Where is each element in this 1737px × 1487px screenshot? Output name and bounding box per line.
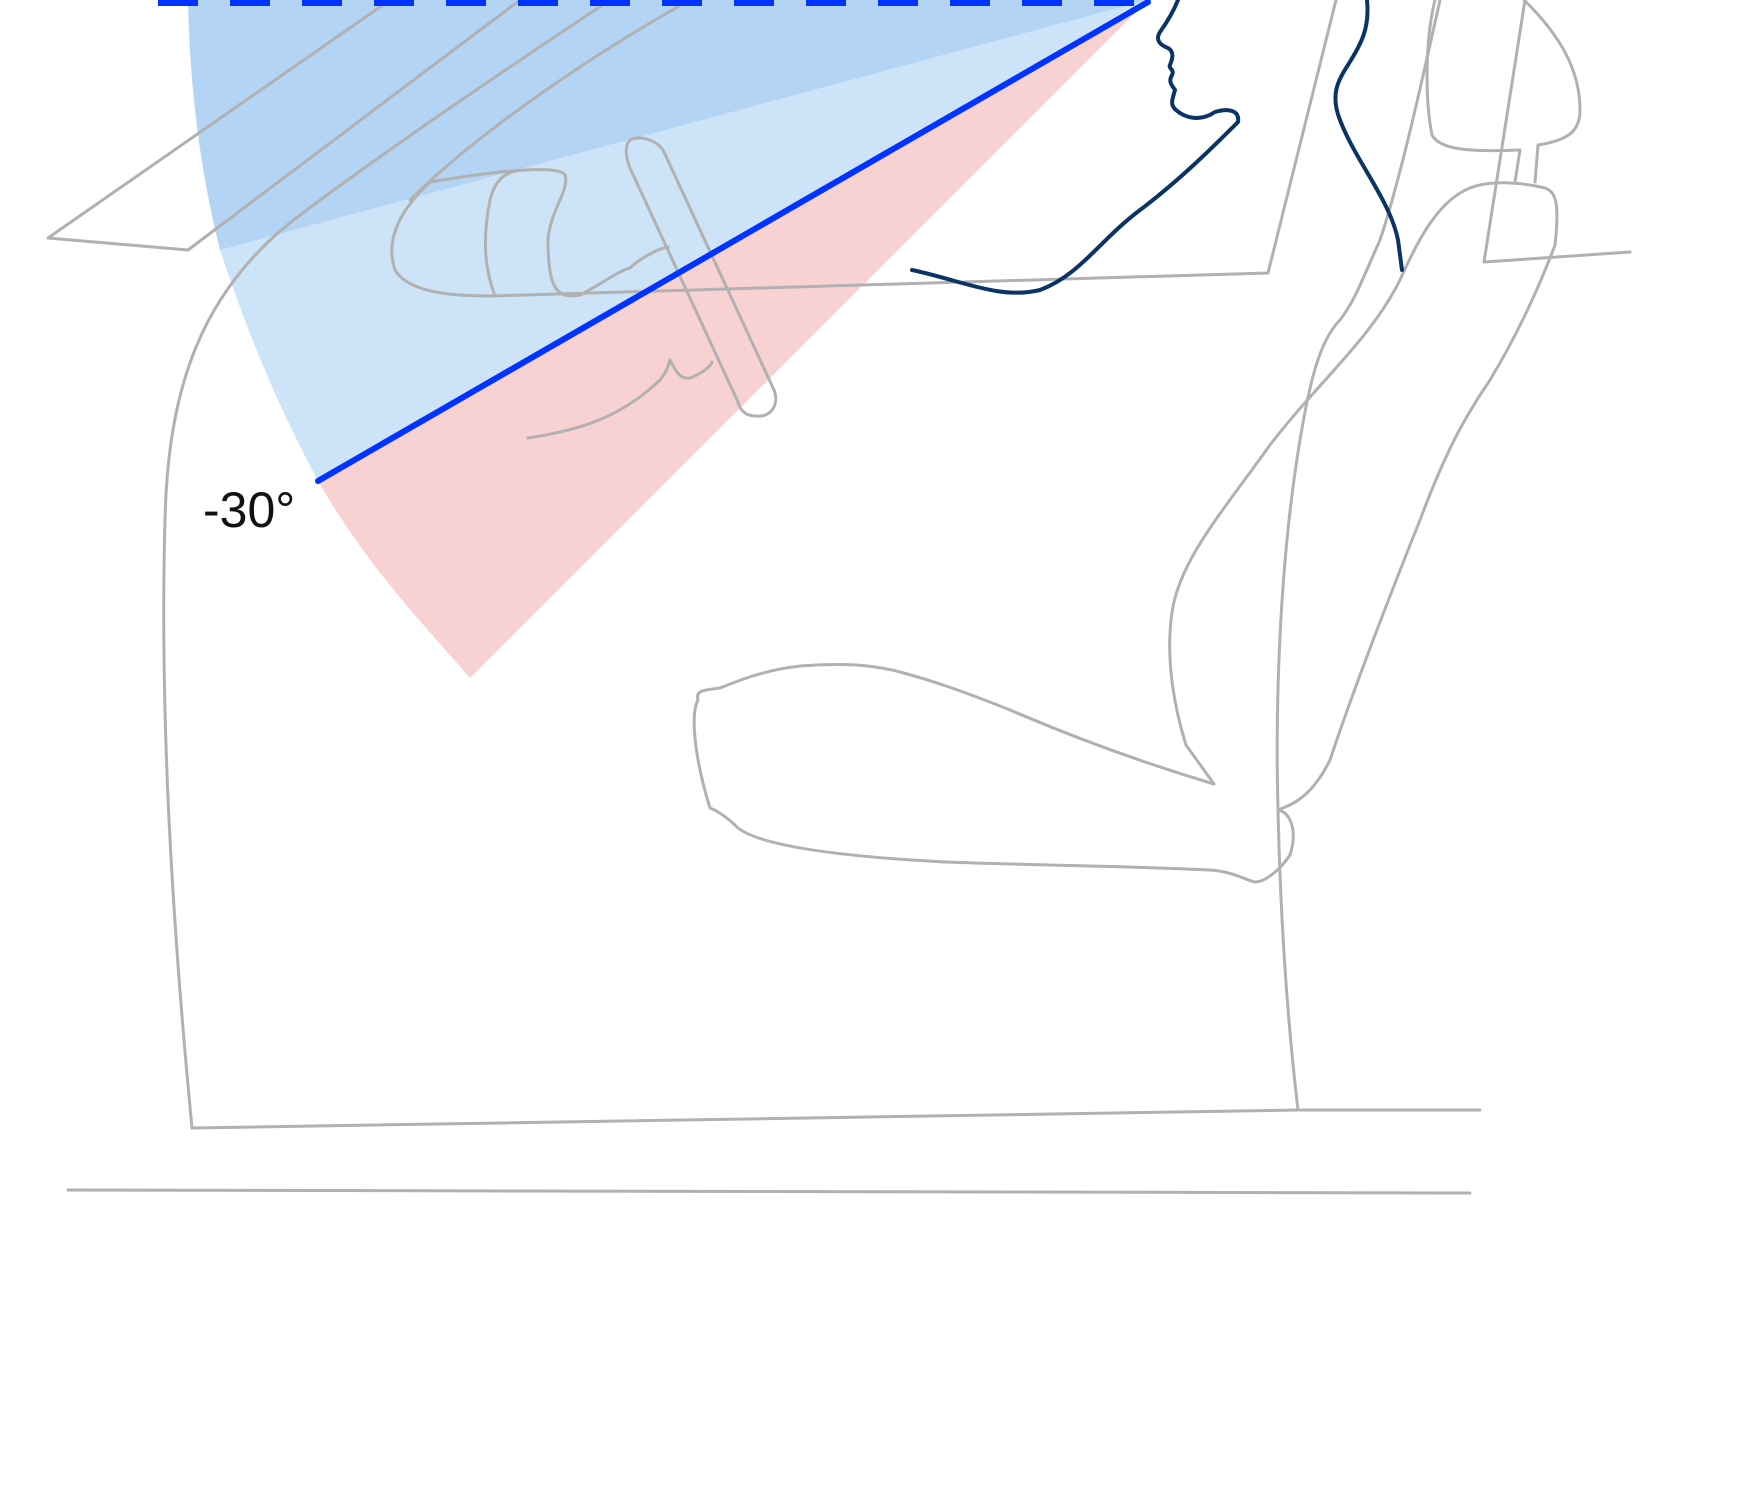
driver-arm-2 (628, 245, 670, 270)
headrest-outline-2 (1522, 0, 1582, 184)
upper-vision-zone (188, 0, 1148, 250)
driver-arm-1 (526, 358, 714, 440)
dashboard-outline (46, 0, 522, 252)
seat-base (692, 662, 1295, 884)
seat-cushion (1168, 181, 1559, 812)
minus-30-sight-line (315, 0, 1151, 484)
windshield-line-3 (408, 0, 692, 202)
seat-back-frame (1275, 0, 1442, 812)
vision-zones (188, 0, 1148, 678)
middle-vision-zone (220, 0, 1148, 481)
steering-wheel (624, 136, 778, 418)
seat-rail (1276, 808, 1300, 1112)
steering-column (428, 168, 632, 298)
driver-back-profile (1333, 0, 1404, 272)
driver-face-profile (910, 0, 1241, 295)
angle-label: -30° (203, 482, 295, 538)
door-sill-line (488, 0, 1338, 298)
floor-line (190, 1108, 1482, 1130)
car-interior-outline (46, 0, 1632, 1195)
ground-line (66, 1188, 1472, 1195)
windshield-line-1 (46, 0, 392, 240)
rear-frame-line (1482, 0, 1632, 264)
lower-vision-zone (318, 0, 1148, 678)
headrest-outline (1425, 0, 1522, 184)
dash-bulge (390, 168, 522, 298)
sight-lines (158, 0, 1151, 484)
driver-silhouette (910, 0, 1404, 295)
windshield-line-2 (162, 0, 612, 1130)
